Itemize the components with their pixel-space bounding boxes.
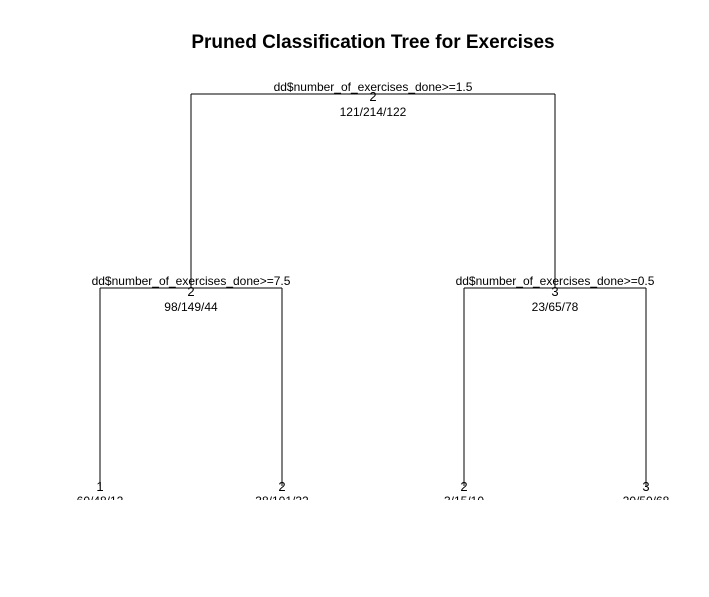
root-split-label: dd$number_of_exercises_done>=1.5 (274, 80, 473, 94)
leaf2-counts-label: 38/101/32 (255, 494, 309, 508)
root-counts-label: 121/214/122 (340, 105, 407, 119)
right-counts-label: 23/65/78 (532, 300, 579, 314)
left-node: dd$number_of_exercises_done>=7.5 2 98/14… (92, 274, 291, 314)
leaf1-class-label: 1 (96, 479, 103, 494)
left-counts-label: 98/149/44 (164, 300, 218, 314)
leaf-nodes: 1 60/48/12 2 38/101/32 2 3/15/10 3 20/50… (77, 479, 670, 508)
right-split-label: dd$number_of_exercises_done>=0.5 (456, 274, 655, 288)
root-node: dd$number_of_exercises_done>=1.5 2 121/2… (274, 80, 473, 119)
right-node: dd$number_of_exercises_done>=0.5 3 23/65… (456, 274, 655, 314)
diagram-title: Pruned Classification Tree for Exercises (191, 32, 554, 53)
left-class-label: 2 (187, 284, 194, 299)
left-split-label: dd$number_of_exercises_done>=7.5 (92, 274, 291, 288)
leaf4-class-label: 3 (642, 479, 649, 494)
leaf1-counts-label: 60/48/12 (77, 494, 124, 508)
leaf-node-2: 2 38/101/32 (255, 479, 309, 508)
leaf-node-1: 1 60/48/12 (77, 479, 124, 508)
leaf-node-3: 2 3/15/10 (444, 479, 484, 508)
leaf-node-4: 3 20/50/68 (623, 479, 670, 508)
tree-edges (99, 93, 647, 486)
leaf3-class-label: 2 (460, 479, 467, 494)
right-class-label: 3 (551, 284, 558, 299)
leaf4-counts-label: 20/50/68 (623, 494, 670, 508)
root-class-label: 2 (369, 89, 376, 104)
leaf3-counts-label: 3/15/10 (444, 494, 484, 508)
leaf2-class-label: 2 (278, 479, 285, 494)
